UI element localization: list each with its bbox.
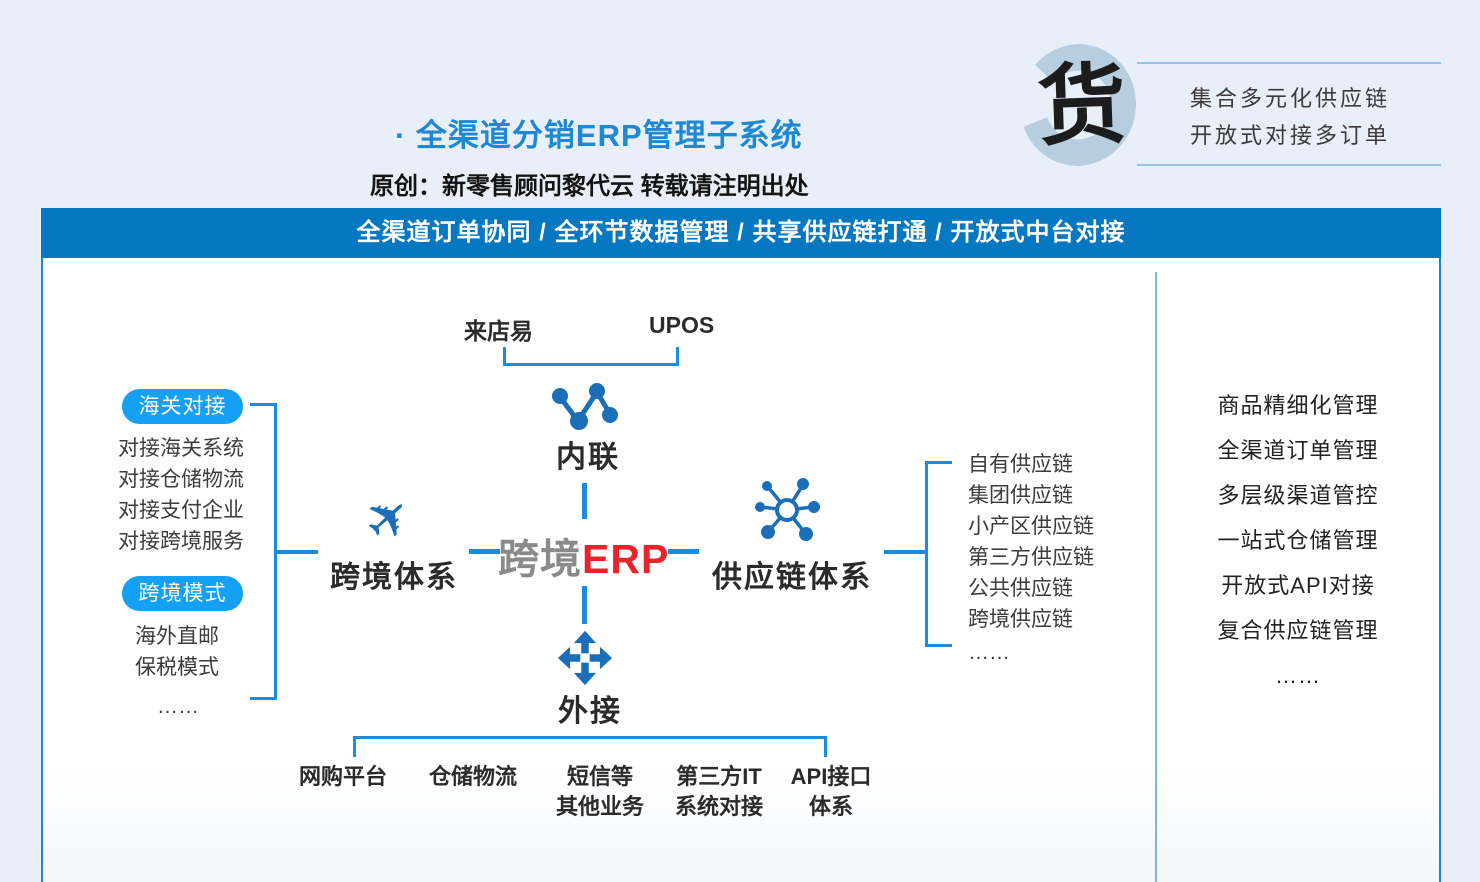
- list-item: 集团供应链: [968, 484, 1073, 507]
- bottom-item-line: 仓储物流: [428, 764, 517, 789]
- panel-item: 一站式仓储管理: [1217, 528, 1379, 553]
- connector-top: [582, 483, 587, 519]
- supply-hub-icon: [755, 478, 820, 541]
- panel-item: 商品精细化管理: [1217, 393, 1379, 418]
- panel-item: 全渠道订单管理: [1217, 438, 1379, 463]
- bottom-item-4: 第三方IT 系统对接: [654, 762, 784, 822]
- badge-customs: 海关对接: [122, 389, 243, 424]
- list-item: 自有供应链: [968, 453, 1073, 476]
- list-item: 第三方供应链: [968, 546, 1094, 569]
- page-subtitle: 原创：新零售顾问黎代云 转载请注明出处: [370, 173, 809, 200]
- list-item: 海外直邮: [135, 625, 219, 648]
- bottom-item-line: API接口: [790, 764, 872, 789]
- capability-panel: 商品精细化管理 全渠道订单管理 多层级渠道管控 一站式仓储管理 开放式API对接…: [1157, 394, 1439, 709]
- list-item: 跨境供应链: [968, 608, 1073, 631]
- feature-banner: 全渠道订单协同 / 全环节数据管理 / 共享供应链打通 / 开放式中台对接: [41, 208, 1441, 258]
- bottom-item-line: 第三方IT: [676, 764, 762, 789]
- panel-divider: [1155, 272, 1157, 882]
- top-bracket: [503, 347, 679, 366]
- bottom-item-line: 体系: [808, 794, 853, 819]
- center-title-en: ERP: [582, 536, 670, 582]
- list-item: 公共供应链: [968, 577, 1073, 600]
- bottom-bracket: [353, 736, 827, 757]
- panel-item: 开放式API对接: [1221, 573, 1375, 598]
- list-item-ellipsis: ……: [968, 641, 1010, 664]
- list-item: 对接跨境服务: [118, 530, 244, 553]
- bottom-item-line: 网购平台: [298, 764, 387, 789]
- logo-character: 货: [1036, 51, 1128, 159]
- center-title-zh: 跨境: [498, 536, 582, 582]
- list-item: 对接支付企业: [118, 499, 244, 522]
- bottom-item-line: 短信等: [566, 764, 633, 789]
- connector-left: [469, 549, 500, 554]
- source-upos: UPOS: [649, 312, 715, 338]
- connector-right: [668, 549, 699, 554]
- node-bottom-label: 外接: [558, 695, 622, 728]
- bottom-item-3: 短信等 其他业务: [535, 762, 665, 822]
- crossborder-mode-list: 海外直邮 保税模式 ……: [135, 621, 219, 722]
- list-item: 保税模式: [135, 656, 219, 679]
- center-title: 跨境ERP: [498, 525, 669, 585]
- panel-item: 复合供应链管理: [1217, 618, 1379, 643]
- left-bracket-connector: [277, 550, 318, 554]
- list-item: 对接海关系统: [118, 437, 244, 460]
- list-item: 小产区供应链: [968, 515, 1094, 538]
- customs-list: 对接海关系统 对接仓储物流 对接支付企业 对接跨境服务: [118, 433, 244, 557]
- bottom-item-5: API接口 体系: [766, 762, 896, 822]
- logo-tagline-line2: 开放式对接多订单: [1190, 123, 1391, 148]
- bottom-item-1: 网购平台: [278, 762, 408, 792]
- panel-item-ellipsis: ……: [1275, 663, 1321, 688]
- logo-tagline: 集合多元化供应链 开放式对接多订单: [1190, 80, 1430, 154]
- node-left-label: 跨境体系: [330, 561, 458, 594]
- bottom-item-line: 其他业务: [555, 794, 644, 819]
- list-item: 对接仓储物流: [118, 468, 244, 491]
- list-item-ellipsis: ……: [157, 695, 199, 718]
- move-arrows-icon: [557, 630, 613, 686]
- tagline-bottom-rule: [1137, 164, 1441, 166]
- panel-item: 多层级渠道管控: [1217, 483, 1379, 508]
- supply-chain-list: 自有供应链 集团供应链 小产区供应链 第三方供应链 公共供应链 跨境供应链 ……: [968, 449, 1094, 668]
- node-top-label: 内联: [556, 441, 620, 474]
- badge-crossborder-mode: 跨境模式: [122, 576, 243, 611]
- source-laidianyi: 来店易: [464, 318, 533, 344]
- left-bracket: [250, 403, 277, 700]
- bottom-item-2: 仓储物流: [408, 762, 538, 792]
- connector-bottom: [582, 586, 587, 624]
- bottom-item-line: 系统对接: [674, 794, 763, 819]
- network-nodes-icon: [552, 383, 618, 430]
- node-right-label: 供应链体系: [712, 561, 872, 594]
- tagline-top-rule: [1137, 62, 1441, 64]
- logo-tagline-line1: 集合多元化供应链: [1190, 86, 1391, 111]
- right-bracket-connector: [884, 550, 925, 554]
- page-title: · 全渠道分销ERP管理子系统: [395, 118, 803, 153]
- right-bracket: [925, 461, 952, 647]
